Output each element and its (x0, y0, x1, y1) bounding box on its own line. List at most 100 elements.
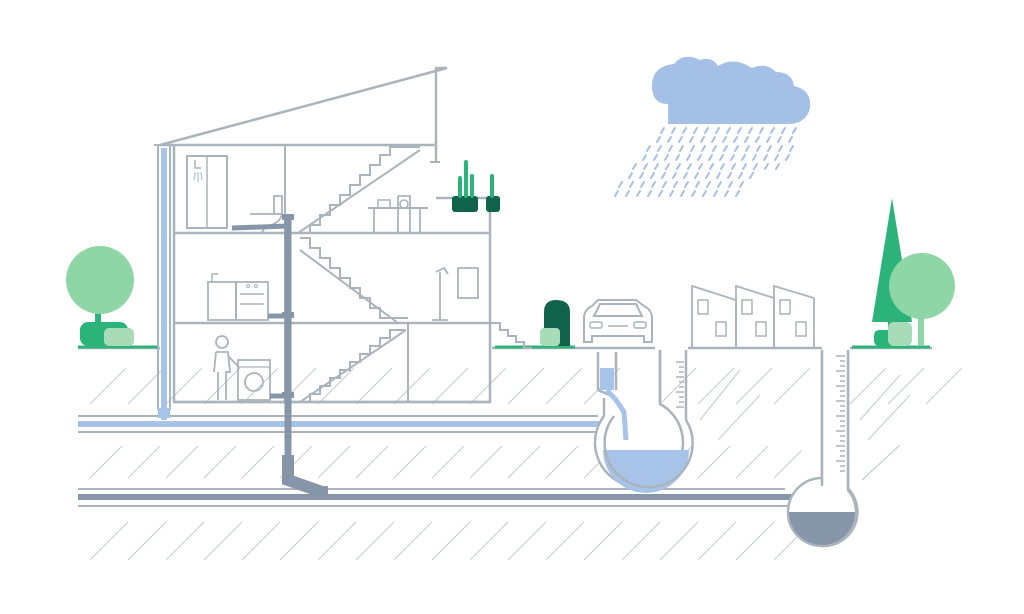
raindrop (724, 190, 729, 197)
raindrop (632, 163, 637, 170)
raindrop (752, 154, 757, 161)
raindrop (705, 172, 710, 179)
raindrop (687, 163, 692, 170)
hatch-line (469, 445, 503, 479)
rain-cloud (652, 56, 811, 124)
soil-stack (231, 214, 328, 498)
raindrop (763, 154, 768, 161)
hatch-line (127, 521, 167, 561)
raindrop (775, 163, 780, 170)
hatch-line (735, 521, 775, 561)
raindrop (689, 136, 694, 143)
hatch-line (697, 521, 737, 561)
raindrop (759, 127, 764, 134)
hatch-line (317, 367, 355, 405)
raindrop (748, 127, 753, 134)
raindrop (650, 172, 655, 179)
raindrop (671, 127, 676, 134)
raindrop (789, 145, 794, 152)
hatch-line (127, 445, 161, 479)
raindrop (686, 154, 691, 161)
right-trees (872, 198, 955, 346)
hatch-line (279, 521, 319, 561)
stormwater-gauge (676, 361, 684, 408)
neighbouring-houses (691, 284, 815, 348)
hatch-line (89, 445, 123, 479)
hatch-line (697, 445, 731, 479)
hatch-line (393, 367, 431, 405)
hatch-line (867, 394, 911, 441)
raindrop (690, 145, 695, 152)
hatch-line (317, 445, 351, 479)
raindrop (691, 190, 696, 197)
hatch-line (773, 367, 811, 405)
raindrop (698, 163, 703, 170)
hatch-line (241, 367, 279, 405)
raindrop (741, 154, 746, 161)
washing-machine (237, 359, 271, 401)
hatch-line (699, 369, 741, 421)
raindrop (723, 145, 728, 152)
raindrop (625, 190, 630, 197)
raindrop (702, 190, 707, 197)
hatch-line (393, 521, 433, 561)
raindrop (719, 154, 724, 161)
hatch-line (355, 367, 393, 405)
raindrop (766, 136, 771, 143)
hatch-line (659, 367, 697, 405)
raindrop (749, 172, 754, 179)
hatch-line (735, 445, 769, 479)
dining-table (368, 195, 428, 233)
raindrop (753, 163, 758, 170)
raindrop (733, 136, 738, 143)
hatch-line (849, 367, 887, 405)
raindrop (676, 163, 681, 170)
raindrop (668, 145, 673, 152)
raindrop (654, 163, 659, 170)
hatch-line (717, 394, 761, 441)
raindrop (662, 181, 667, 188)
raindrop (629, 181, 634, 188)
raindrop (665, 163, 670, 170)
hatch-line (241, 445, 275, 479)
raindrop (778, 145, 783, 152)
raindrop (711, 136, 716, 143)
raindrop (658, 190, 663, 197)
hatch-line (431, 367, 469, 405)
raindrop (694, 172, 699, 179)
hatch-line (659, 521, 699, 561)
raindrop (717, 181, 722, 188)
hatch-line (507, 521, 547, 561)
raindrop (672, 172, 677, 179)
raindrop (656, 136, 661, 143)
raindrop (660, 127, 665, 134)
raindrop (708, 154, 713, 161)
raindrop (642, 154, 647, 161)
raindrop (716, 172, 721, 179)
hatch-line (431, 521, 471, 561)
raindrop (777, 136, 782, 143)
raindrop (704, 127, 709, 134)
raindrop (678, 136, 683, 143)
hatch-line (735, 367, 773, 405)
raindrop (755, 136, 760, 143)
raindrop (720, 163, 725, 170)
hatch-line (317, 521, 357, 561)
raindrop (727, 172, 732, 179)
raindrop (735, 190, 740, 197)
hatch-line (203, 367, 241, 405)
raindrop (712, 145, 717, 152)
raindrop (738, 172, 743, 179)
hatch-line (925, 367, 963, 405)
wastewater-gauge (836, 355, 845, 472)
balcony-plants (452, 160, 500, 212)
floor-lamp (432, 266, 449, 321)
hatch-line (887, 367, 925, 405)
wastewater-chamber (786, 350, 859, 548)
raindrop (664, 154, 669, 161)
raindrop (739, 181, 744, 188)
hatch-line (861, 444, 901, 481)
raindrop (734, 145, 739, 152)
hatch-line (241, 521, 281, 561)
